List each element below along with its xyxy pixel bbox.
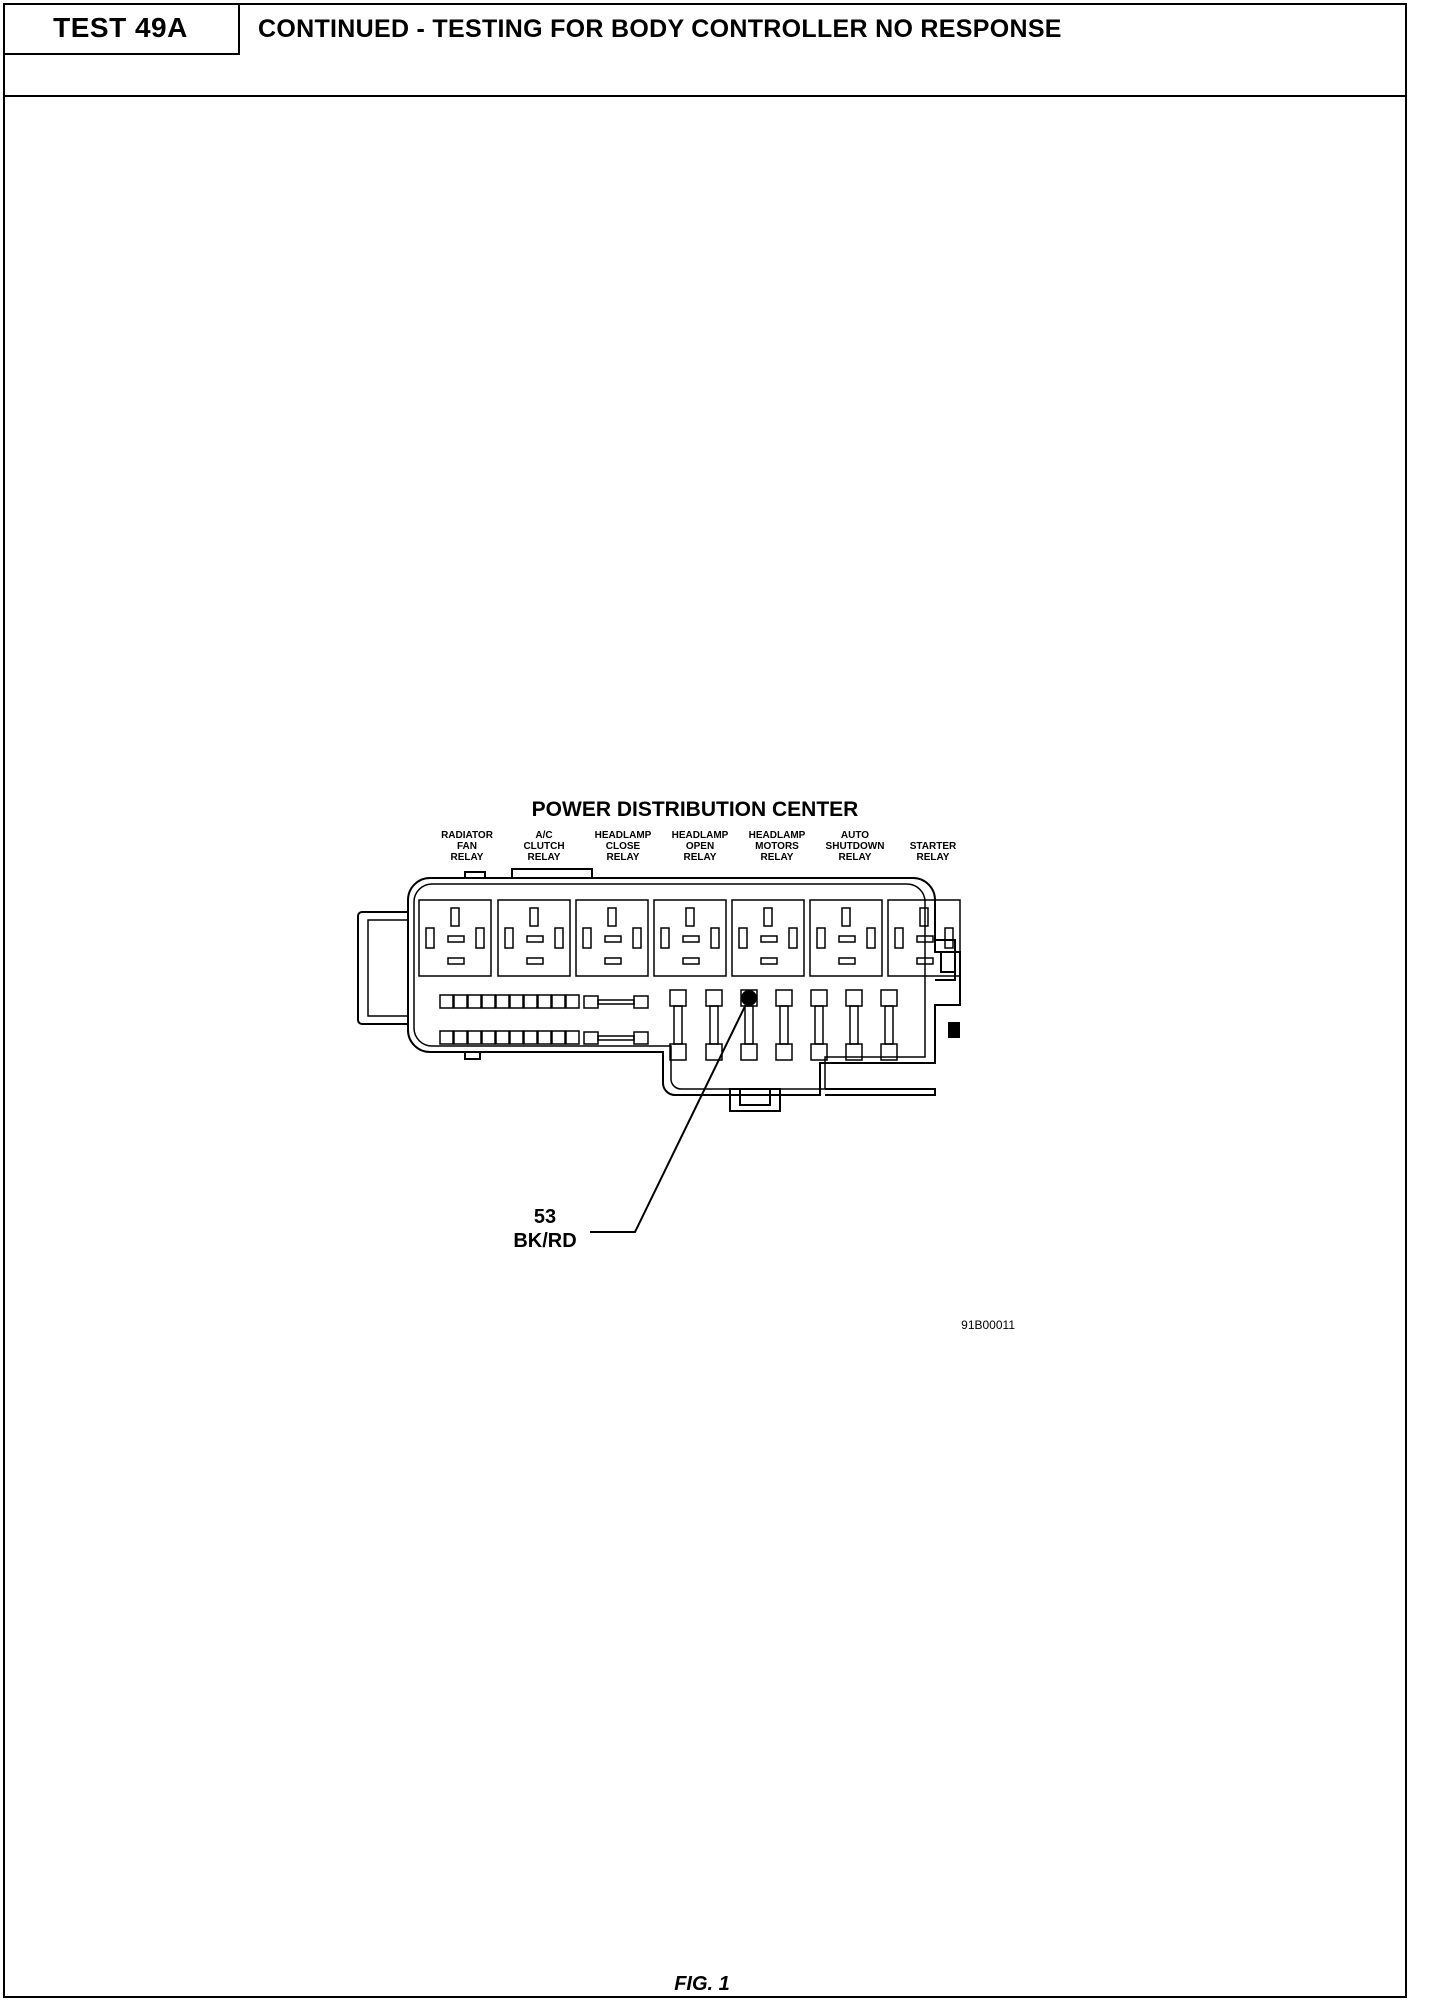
page-frame (3, 3, 1407, 1998)
svg-text:RADIATOR: RADIATOR (441, 830, 494, 841)
figure-id: 91B00011 (961, 1318, 1015, 1332)
relay-label-ac-clutch: A/C CLUTCH RELAY (523, 830, 564, 863)
svg-text:HEADLAMP: HEADLAMP (672, 830, 729, 841)
diagram-title: POWER DISTRIBUTION CENTER (532, 798, 859, 821)
svg-text:FAN: FAN (457, 841, 477, 852)
mini-fuse-bank (439, 994, 649, 1045)
svg-text:MOTORS: MOTORS (755, 841, 799, 852)
svg-text:RELAY: RELAY (451, 852, 484, 863)
callout-wire-color: BK/RD (513, 1230, 576, 1252)
relay-label-headlamp-close: HEADLAMP CLOSE RELAY (595, 830, 652, 863)
page-title: CONTINUED - TESTING FOR BODY CONTROLLER … (258, 14, 1062, 43)
svg-text:RELAY: RELAY (917, 852, 950, 863)
svg-text:RELAY: RELAY (839, 852, 872, 863)
power-distribution-center-diagram: POWER DISTRIBUTION CENTER RADIATOR FAN R… (357, 798, 1015, 1332)
pdc-housing (357, 868, 961, 1112)
svg-text:CLOSE: CLOSE (606, 841, 641, 852)
svg-text:RELAY: RELAY (761, 852, 794, 863)
relay-label-radiator-fan: RADIATOR FAN RELAY (441, 830, 494, 863)
callout-leader-line (590, 997, 750, 1233)
svg-text:RELAY: RELAY (684, 852, 717, 863)
figure-caption: FIG. 1 (674, 1973, 730, 1995)
relay-label-starter: STARTER RELAY (910, 841, 957, 863)
callout-circuit-number: 53 (534, 1206, 556, 1228)
svg-text:OPEN: OPEN (686, 841, 714, 852)
svg-text:AUTO: AUTO (841, 830, 869, 841)
svg-text:CLUTCH: CLUTCH (523, 841, 564, 852)
svg-text:RELAY: RELAY (607, 852, 640, 863)
svg-text:HEADLAMP: HEADLAMP (595, 830, 652, 841)
svg-text:HEADLAMP: HEADLAMP (749, 830, 806, 841)
relay-label-headlamp-open: HEADLAMP OPEN RELAY (672, 830, 729, 863)
svg-text:RELAY: RELAY (528, 852, 561, 863)
relay-sockets (418, 899, 961, 977)
svg-text:A/C: A/C (535, 830, 552, 841)
svg-text:STARTER: STARTER (910, 841, 957, 852)
svg-text:SHUTDOWN: SHUTDOWN (826, 841, 885, 852)
maxi-fuse-bank (669, 989, 898, 1061)
relay-label-headlamp-motors: HEADLAMP MOTORS RELAY (749, 830, 806, 863)
test-number: TEST 49A (3, 3, 240, 55)
relay-label-auto-shutdown: AUTO SHUTDOWN RELAY (826, 830, 885, 863)
page-header: TEST 49A CONTINUED - TESTING FOR BODY CO… (3, 3, 1407, 97)
